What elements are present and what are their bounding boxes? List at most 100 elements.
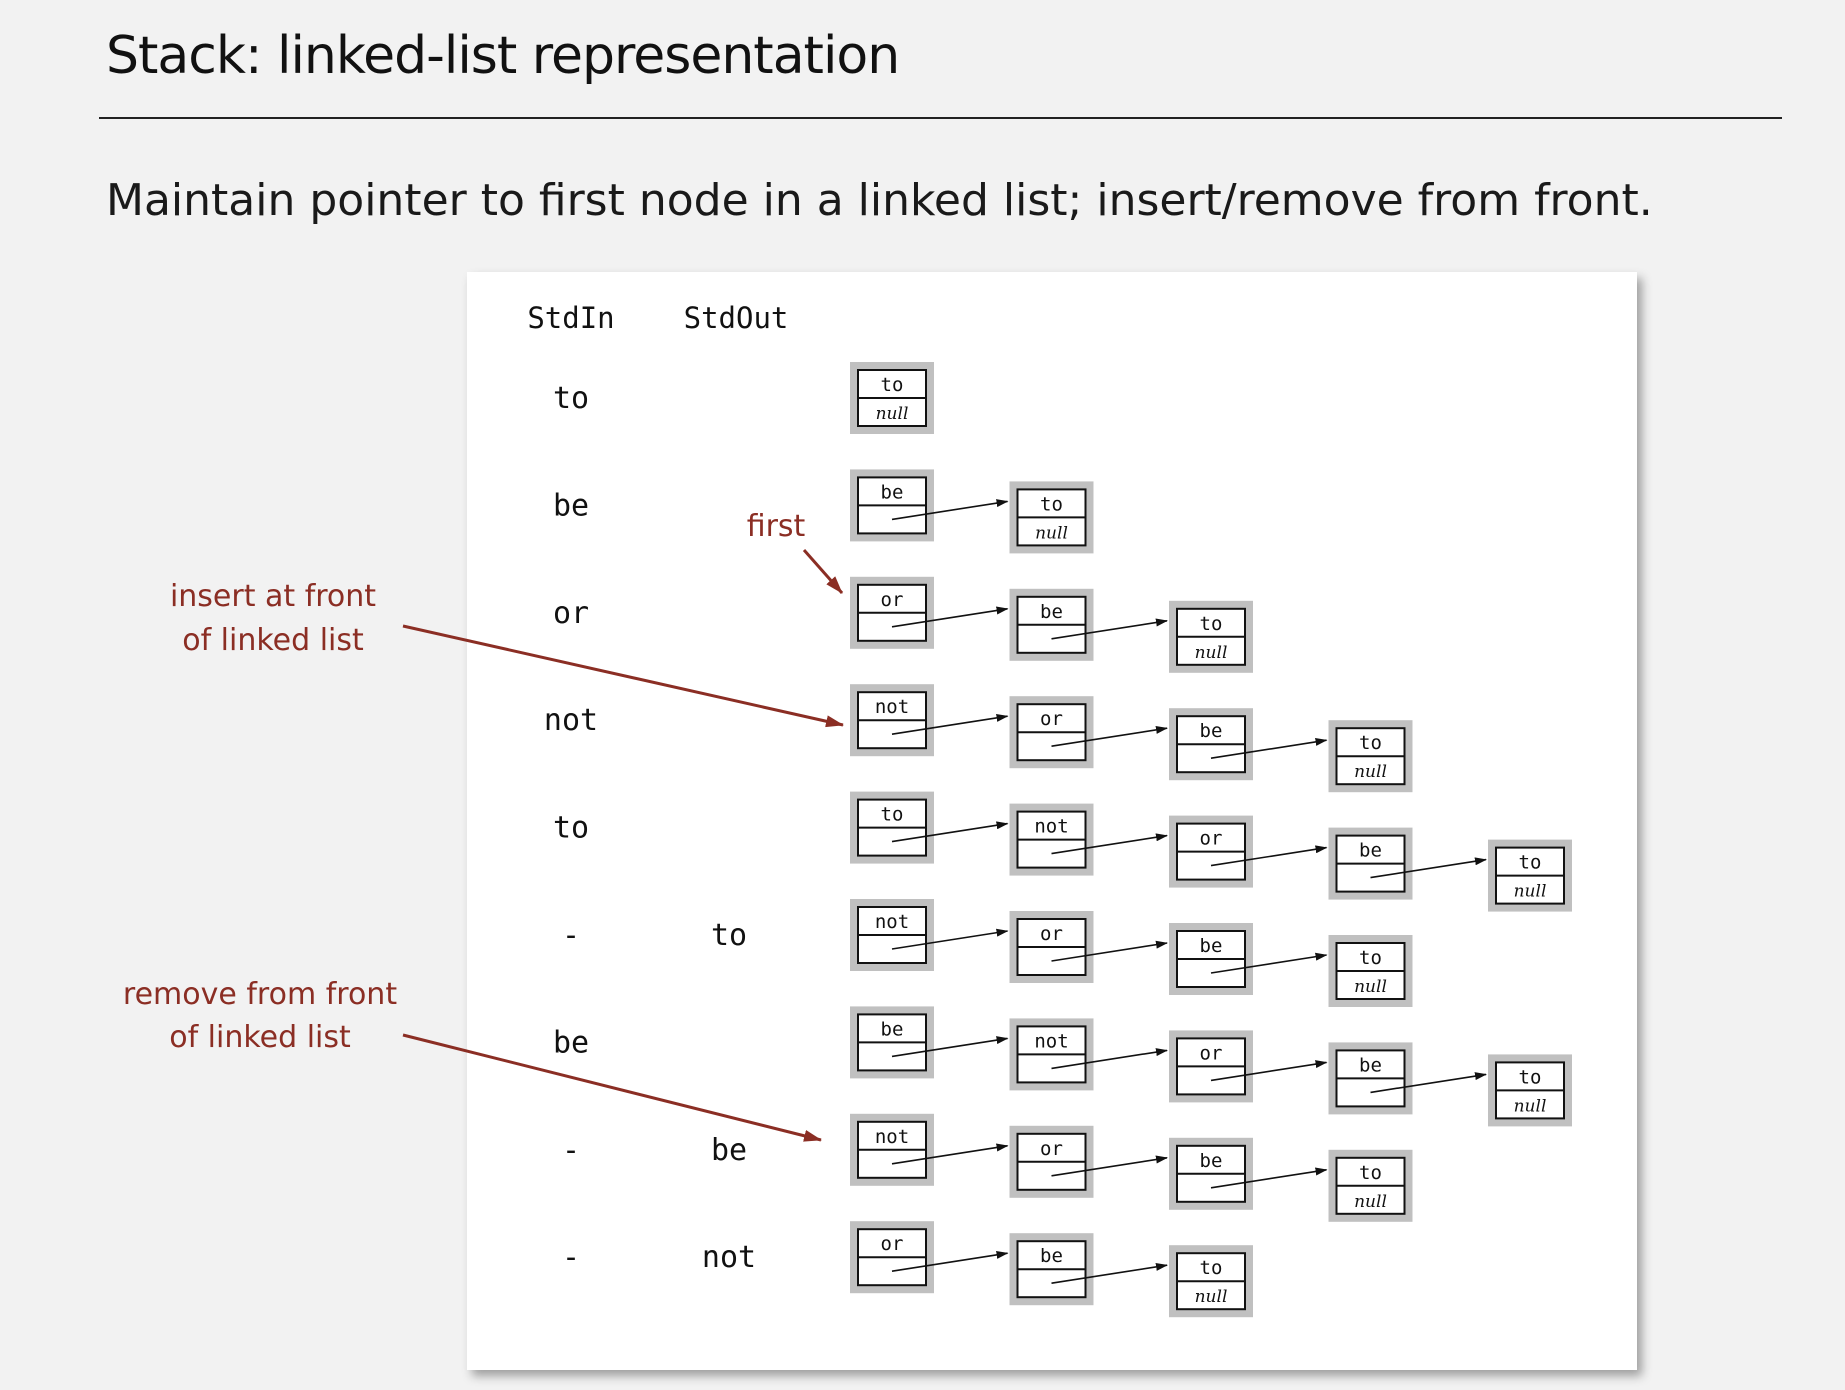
next-pointer-arrow [891, 499, 1009, 521]
null-link: null [1354, 762, 1387, 782]
linked-list-node: not [850, 684, 1009, 757]
stdin-value: - [562, 1240, 580, 1275]
stdin-value: be [553, 488, 589, 523]
next-pointer-arrow [1051, 1155, 1168, 1177]
linked-list-node: be [1009, 1233, 1168, 1306]
node-item: not [1034, 816, 1068, 838]
node-item: to [1359, 947, 1382, 969]
linked-list-node: to [850, 791, 1009, 864]
next-pointer-arrow [1051, 618, 1168, 640]
linked-list-node: not [850, 1113, 1009, 1186]
next-pointer-arrow [1210, 845, 1328, 867]
linked-list-node: be [1328, 827, 1487, 900]
next-pointer-arrow [891, 713, 1009, 735]
stdin-value: to [553, 811, 589, 846]
next-pointer-arrow [1210, 1167, 1328, 1189]
node-item: be [1359, 1054, 1382, 1076]
null-link: null [1354, 977, 1387, 997]
next-pointer-arrow [1051, 1262, 1168, 1284]
linked-list-node: be [1169, 923, 1328, 995]
remove-arrow [402, 1033, 822, 1142]
linked-list-node: or [850, 1221, 1009, 1294]
node-item: be [881, 1018, 904, 1040]
null-link: null [1195, 643, 1228, 663]
linked-list-node: be [1169, 708, 1328, 781]
node-item: not [875, 696, 909, 718]
node-item: be [881, 481, 904, 503]
node-item: or [1040, 708, 1063, 730]
remove-annotation-line2: of linked list [169, 1020, 351, 1055]
node-item: to [1519, 1066, 1542, 1088]
linked-list-node: to null [1488, 1054, 1572, 1127]
remove-annotation-line1: remove from front [123, 977, 397, 1012]
first-label: first [747, 509, 806, 544]
remove-annotation: remove from front of linked list [123, 977, 822, 1142]
node-item: be [1040, 601, 1063, 623]
null-link: null [1354, 1192, 1387, 1212]
next-pointer-arrow [891, 1143, 1009, 1165]
next-pointer-arrow [1051, 833, 1168, 855]
linked-list-node: not [850, 899, 1009, 971]
linked-list-node: or [1009, 696, 1168, 769]
linked-list-node: be [850, 469, 1009, 542]
null-link: null [1514, 1096, 1547, 1116]
linked-list-node: or [1169, 1030, 1328, 1103]
stdin-value: - [562, 1133, 580, 1168]
null-link: null [876, 404, 909, 424]
next-pointer-arrow [1051, 1048, 1168, 1070]
stdin-value: or [553, 596, 589, 631]
next-pointer-arrow [1051, 940, 1168, 962]
linked-list-node: be [1328, 1042, 1487, 1115]
next-pointer-arrow [1370, 857, 1487, 879]
node-item: be [1200, 720, 1223, 742]
next-pointer-arrow [891, 821, 1009, 843]
null-link: null [1195, 1287, 1228, 1307]
null-link: null [1514, 882, 1547, 902]
node-item: be [1359, 840, 1382, 862]
linked-list-node: not [1009, 1018, 1168, 1091]
insert-annotation-line2: of linked list [182, 623, 364, 658]
stdin-value: to [553, 381, 589, 416]
linked-list-node: or [1009, 911, 1168, 983]
subtitle: Maintain pointer to first node in a link… [106, 175, 1653, 226]
next-pointer-arrow [891, 1036, 1009, 1058]
next-pointer-arrow [891, 606, 1009, 628]
linked-list-node: or [1169, 815, 1328, 888]
insert-arrow [402, 624, 844, 728]
next-pointer-arrow [1051, 725, 1168, 747]
node-item: or [1040, 1138, 1063, 1160]
insert-annotation: insert at front of linked list [170, 579, 844, 728]
null-link: null [1035, 523, 1068, 543]
next-pointer-arrow [891, 928, 1009, 950]
linked-list-node: to null [1169, 600, 1253, 673]
title-rule [99, 117, 1782, 119]
first-arrow [802, 549, 844, 594]
node-item: be [1040, 1245, 1063, 1267]
linked-list-node: be [1169, 1137, 1328, 1210]
linked-list-node: to null [1328, 935, 1413, 1007]
node-item: not [875, 911, 909, 933]
node-item: to [1200, 613, 1223, 635]
stdin-value: not [544, 703, 598, 738]
linked-list-node: be [1009, 588, 1168, 661]
linked-list-node: not [1009, 803, 1168, 876]
linked-list-node: or [1009, 1125, 1168, 1198]
node-item: to [1359, 732, 1382, 754]
node-item: to [1359, 1162, 1382, 1184]
next-pointer-arrow [1210, 952, 1328, 974]
node-item: not [1034, 1030, 1068, 1052]
node-item: be [1200, 935, 1223, 957]
slide-title: Stack: linked-list representation [106, 26, 900, 86]
node-item: or [881, 589, 904, 611]
